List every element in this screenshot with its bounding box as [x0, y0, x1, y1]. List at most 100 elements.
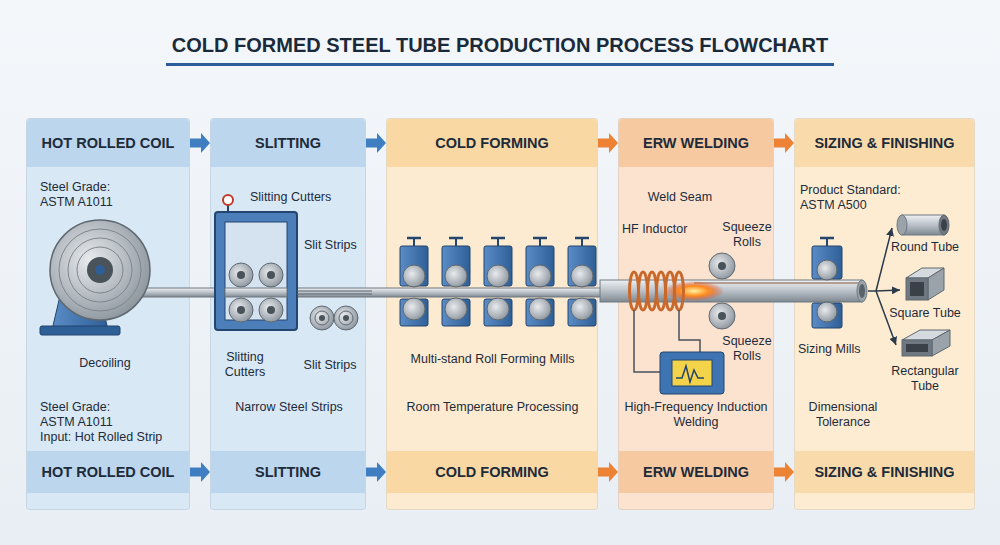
- process-label: Squeeze Rolls: [720, 334, 774, 364]
- roll-forming-stand: [539, 238, 541, 246]
- slitting-machine: [223, 195, 233, 205]
- roll-forming-stand: [491, 237, 505, 240]
- induction-coil: [630, 272, 684, 310]
- squeeze-rolls: [709, 303, 735, 329]
- process-label: Product Standard: ASTM A500: [800, 183, 920, 213]
- slitting-machine: [215, 212, 297, 330]
- product-branch-arrows: [876, 290, 900, 291]
- flow-arrow: [774, 133, 794, 153]
- process-label: Steel Grade: ASTM A1011: [40, 400, 140, 430]
- roll-forming-stand: [400, 238, 428, 326]
- steel-coil: [77, 247, 123, 293]
- slitting-machine: [225, 222, 287, 320]
- rectangular-tube-icon: [902, 330, 950, 356]
- squeeze-rolls: [709, 253, 735, 329]
- round-tube-icon: [902, 215, 944, 235]
- slit-strips: [315, 311, 329, 325]
- process-label: Square Tube: [885, 306, 965, 321]
- induction-coil: [630, 272, 639, 310]
- steel-strip: [130, 288, 605, 297]
- sizing-mill: [817, 302, 837, 322]
- roll-forming-stand: [484, 299, 512, 326]
- square-tube-icon: [906, 268, 944, 300]
- induction-coil: [657, 272, 666, 310]
- roll-forming-stand: [487, 265, 509, 287]
- round-tube-icon: [939, 215, 949, 235]
- slitting-machine: [225, 288, 287, 297]
- weld-glow: [664, 281, 724, 301]
- roll-forming-stand: [400, 299, 428, 326]
- process-label: Dimensional Tolerance: [798, 400, 888, 430]
- roll-forming-stand: [449, 237, 463, 240]
- slitting-machine: [215, 195, 297, 330]
- roll-forming-stand: [571, 265, 593, 287]
- process-label: Narrow Steel Strips: [216, 400, 362, 415]
- roll-forming-stand: [455, 238, 457, 246]
- process-label: Sizing Mills: [798, 342, 888, 357]
- process-label: High-Frequency Induction Welding: [622, 400, 770, 430]
- round-tube-icon: [941, 219, 947, 231]
- roll-forming-stand: [575, 237, 589, 240]
- flow-arrow: [190, 133, 210, 153]
- process-label: Round Tube: [885, 240, 965, 255]
- slit-strips: [334, 306, 358, 330]
- process-label: Steel Grade: ASTM A1011: [40, 180, 140, 210]
- process-label: Input: Hot Rolled Strip: [40, 430, 186, 445]
- slit-strips: [343, 315, 349, 321]
- roll-forming-stand: [407, 237, 421, 240]
- weld-glow: [664, 281, 724, 301]
- roll-forming-stand: [526, 238, 554, 326]
- slitting-machine: [229, 263, 253, 287]
- steel-strip: [130, 288, 605, 297]
- roll-forming-stand: [568, 238, 596, 326]
- process-label: Rectangular Tube: [880, 364, 970, 394]
- hf-generator: [660, 352, 724, 394]
- roll-forming-stand: [445, 265, 467, 287]
- square-tube-icon: [906, 268, 944, 278]
- rectangular-tube-icon: [906, 344, 928, 352]
- rectangular-tube-icon: [902, 340, 932, 356]
- square-tube-icon: [928, 268, 944, 300]
- stage-header: HOT ROLLED COIL: [27, 119, 189, 167]
- slitting-machine: [227, 205, 229, 212]
- process-label: Slit Strips: [304, 238, 366, 253]
- sizing-mill: [812, 238, 842, 328]
- slit-strips: [297, 294, 372, 295]
- process-label: Slitting Cutters: [250, 190, 360, 205]
- round-tube-icon: [897, 215, 949, 235]
- process-label: Room Temperature Processing: [390, 400, 595, 415]
- flow-arrow: [774, 462, 794, 482]
- roll-forming-stand: [487, 298, 509, 320]
- slitting-machine: [259, 298, 283, 322]
- roll-forming-stand: [445, 298, 467, 320]
- sizing-mill: [817, 260, 837, 280]
- induction-coil: [639, 272, 648, 310]
- slit-strips: [310, 306, 334, 330]
- process-label: Decoiling: [60, 356, 150, 371]
- squeeze-rolls: [709, 253, 735, 279]
- roll-forming-stand: [568, 299, 596, 326]
- slitting-machine: [237, 306, 245, 314]
- hf-generator: [672, 360, 712, 386]
- square-tube-icon: [906, 278, 928, 300]
- slitting-machine: [267, 306, 275, 314]
- stage-header: SLITTING: [211, 119, 365, 167]
- induction-coil: [666, 272, 675, 310]
- hf-generator: [676, 366, 704, 382]
- roll-forming-stand: [442, 238, 470, 326]
- roll-forming-stand: [484, 246, 512, 286]
- process-panel: ERW WELDINGERW WELDING: [618, 118, 774, 510]
- roll-forming-stand: [403, 298, 425, 320]
- slit-strips: [297, 291, 372, 292]
- product-branch-arrows: [876, 291, 896, 345]
- hf-generator: [679, 310, 700, 352]
- welded-tube: [694, 283, 860, 284]
- stage-footer: SLITTING: [211, 451, 365, 493]
- slitting-machine: [267, 271, 275, 279]
- square-tube-icon: [910, 282, 924, 296]
- flow-arrow: [366, 462, 386, 482]
- steel-coil: [68, 238, 132, 302]
- roll-forming-stand: [581, 238, 583, 246]
- steel-coil: [40, 220, 150, 335]
